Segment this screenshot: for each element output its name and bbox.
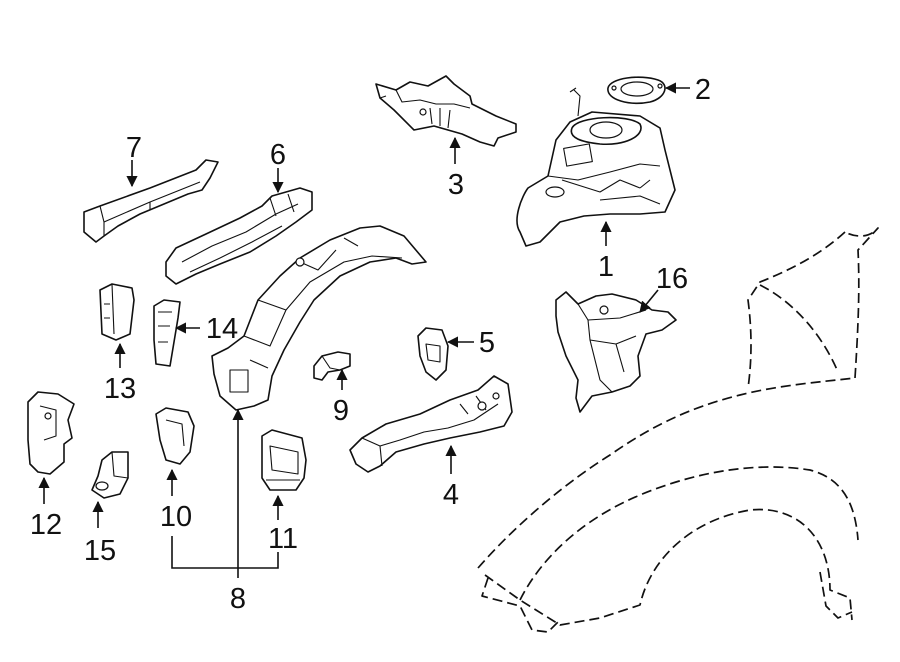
part-6-reinforcement xyxy=(165,187,313,285)
part-12-bracket xyxy=(27,391,75,475)
callout-2: 2 xyxy=(695,74,711,106)
callout-labels: 1 2 3 4 5 6 7 8 9 10 11 12 13 14 15 16 xyxy=(30,74,711,615)
part-4-rail xyxy=(349,375,513,473)
callout-7: 7 xyxy=(126,132,142,164)
callout-15: 15 xyxy=(84,535,116,567)
part-3-bracket xyxy=(375,75,517,147)
callout-9: 9 xyxy=(333,395,349,427)
part-9-clip xyxy=(313,351,351,381)
part-13-bracket xyxy=(99,283,135,341)
part-1-strut-tower xyxy=(516,87,676,247)
callout-14: 14 xyxy=(206,313,238,345)
part-15-clip xyxy=(91,451,129,499)
part-5-bracket xyxy=(417,327,449,381)
part-16-bracket xyxy=(555,291,677,413)
part-14-bracket xyxy=(153,299,181,367)
callout-10: 10 xyxy=(160,501,192,533)
callout-16: 16 xyxy=(656,263,688,295)
leader-lines xyxy=(38,82,690,578)
callout-1: 1 xyxy=(598,251,614,283)
part-10-bracket xyxy=(155,407,195,465)
callout-13: 13 xyxy=(104,373,136,405)
fender-outline xyxy=(477,227,879,633)
callout-11: 11 xyxy=(268,523,298,555)
part-2-gasket xyxy=(607,76,666,104)
callout-4: 4 xyxy=(443,479,459,511)
callout-5: 5 xyxy=(479,327,495,359)
callout-3: 3 xyxy=(448,169,464,201)
part-8-wheelhouse xyxy=(211,225,427,411)
part-11-bracket xyxy=(261,429,307,491)
part-7-member xyxy=(83,159,219,243)
callout-12: 12 xyxy=(30,509,62,541)
callout-8: 8 xyxy=(230,583,246,615)
callout-6: 6 xyxy=(270,139,286,171)
